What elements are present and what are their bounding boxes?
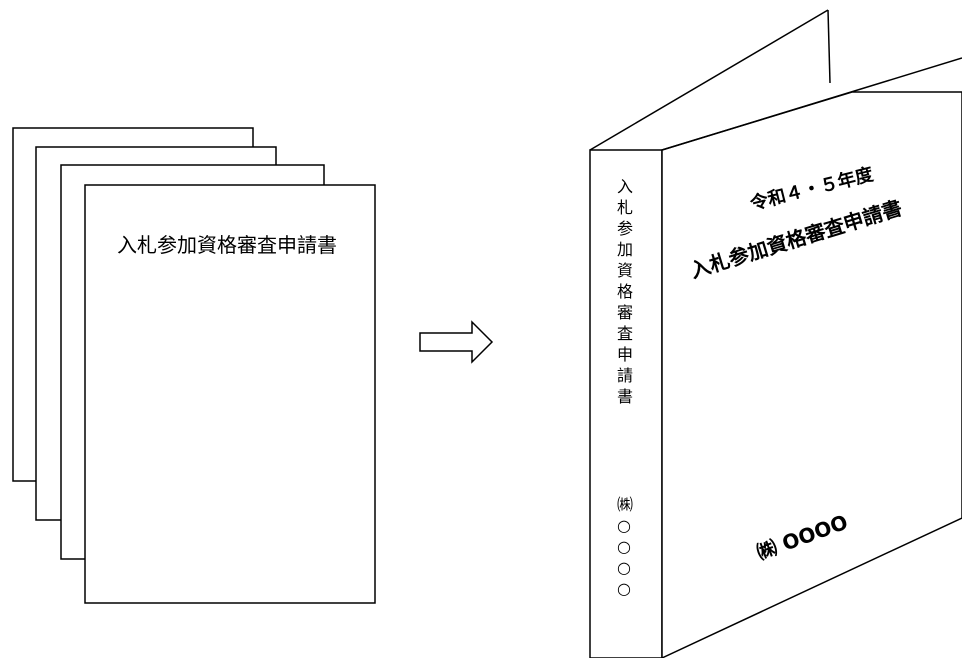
binder-spine-title: 入 札 参 加 資 格 審 査 申 請 書 (617, 177, 633, 406)
document-stack (12, 127, 376, 604)
spine-char-11: 書 (617, 387, 633, 406)
spine-char-6: 格 (617, 282, 633, 301)
spine-company-char-1: ㈱ (617, 495, 633, 514)
spine-char-3: 参 (617, 219, 633, 238)
document-sheet-title: 入札参加資格審査申請書 (117, 233, 337, 257)
document-sheet-front (84, 184, 376, 604)
spine-char-8: 査 (617, 324, 633, 343)
spine-char-10: 請 (617, 366, 633, 385)
spine-company-char-4: ○ (617, 558, 631, 577)
spine-char-2: 札 (617, 198, 633, 217)
binder-spine-company: ㈱ ○ ○ ○ ○ (617, 495, 633, 598)
binder-front-cover-top (661, 57, 962, 151)
spine-char-9: 申 (617, 345, 633, 364)
spine-char-5: 資 (617, 261, 633, 280)
binder-back-cover-edge (589, 9, 829, 151)
spine-company-char-3: ○ (617, 537, 631, 556)
spine-char-4: 加 (617, 240, 633, 259)
spine-char-7: 審 (617, 303, 633, 322)
binder-back-cover-fold (827, 9, 831, 84)
binder-front-cover (661, 91, 962, 658)
spine-company-char-5: ○ (617, 579, 631, 598)
spine-char-1: 入 (617, 177, 633, 196)
right-arrow-icon (419, 320, 494, 364)
binder (589, 9, 962, 658)
spine-company-char-2: ○ (617, 516, 631, 535)
